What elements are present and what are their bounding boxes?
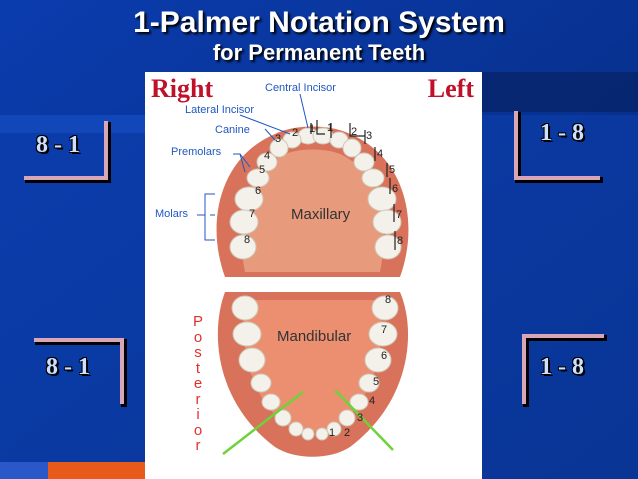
posterior-letter: t [195, 359, 201, 377]
tooth-number: 7 [249, 208, 256, 220]
tooth-number: 8 [385, 294, 392, 306]
label-maxillary: Maxillary [291, 206, 351, 223]
dental-arch-diagram: Right Left Central Incisor Lateral Incis… [145, 72, 482, 479]
posterior-letter: s [194, 344, 202, 361]
tooth-number: 4 [264, 150, 271, 162]
tooth-number: 3 [275, 133, 282, 145]
posterior-letter: e [193, 375, 203, 392]
tooth-number: 4 [369, 395, 376, 407]
tooth-number: 6 [381, 350, 388, 362]
tooth-number: 2 [351, 126, 358, 138]
tooth-number: 1 [329, 427, 336, 439]
tooth-number: 4 [377, 148, 384, 160]
quadrant-upper-left-label: 1 - 8 [540, 120, 584, 146]
posterior-letter: r [195, 437, 201, 454]
slide-subtitle: for Permanent Teeth [212, 40, 426, 65]
tooth-number: 5 [259, 164, 266, 176]
tooth-number: 7 [396, 209, 403, 221]
side-label-right: Right [151, 74, 214, 103]
tooth-number: 5 [389, 164, 396, 176]
posterior-arrows [222, 389, 394, 455]
tooth-number: 6 [255, 185, 262, 197]
label-mandibular: Mandibular [277, 328, 352, 345]
posterior-letter: r [195, 390, 201, 408]
quadrant-upper-right-label: 8 - 1 [36, 132, 80, 158]
posterior-letter: i [196, 406, 200, 423]
label-leader-lines [197, 93, 309, 241]
tooth-number: 1 [309, 123, 316, 135]
palmer-marks-upper [310, 120, 396, 250]
tooth-number: 5 [373, 376, 380, 388]
tooth-number: 1 [327, 122, 334, 134]
side-label-left: Left [427, 74, 474, 103]
tooth-number: 2 [344, 427, 351, 439]
slide-title: 1-Palmer Notation System [133, 6, 505, 39]
tooth-number: 3 [366, 130, 373, 142]
quadrant-lower-left-label: 1 - 8 [540, 354, 584, 380]
tooth-number: 8 [244, 234, 251, 246]
tooth-number: 8 [397, 235, 404, 247]
label-molars: Molars [155, 208, 189, 220]
label-canine: Canine [215, 124, 250, 136]
posterior-letter: o [193, 328, 203, 346]
tooth-number: 7 [381, 324, 388, 336]
label-premolars: Premolars [171, 146, 222, 158]
mandibular-teeth [231, 295, 399, 441]
posterior-letter: P [192, 313, 203, 330]
tooth-number: 3 [357, 412, 364, 424]
label-central-incisor: Central Incisor [265, 82, 336, 94]
dental-arch-svg [197, 93, 415, 457]
posterior-letter: o [193, 421, 203, 439]
tooth-number: 2 [292, 127, 299, 139]
quadrant-lower-right-label: 8 - 1 [46, 354, 90, 380]
tooth-number: 6 [392, 183, 399, 195]
label-lateral-incisor: Lateral Incisor [185, 104, 255, 116]
label-posterior: P o s t e r i o r [191, 314, 205, 454]
